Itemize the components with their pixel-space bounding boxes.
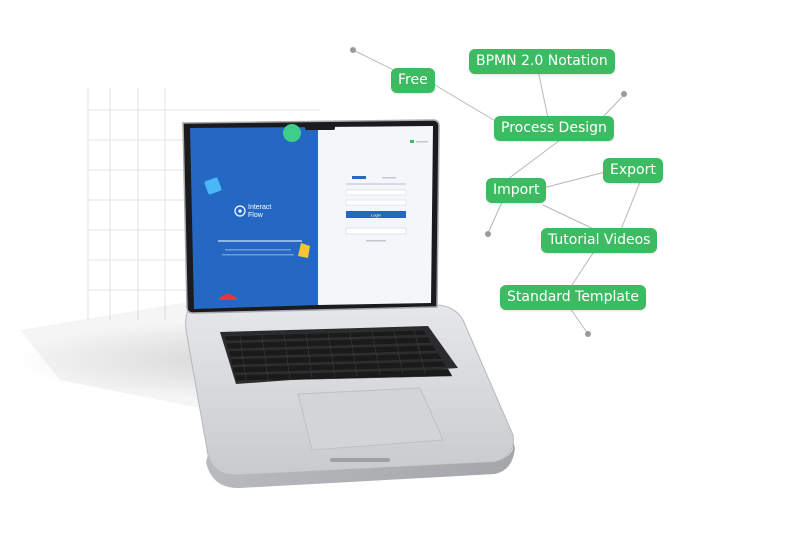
trackpad — [297, 387, 444, 451]
screen-login-button — [346, 211, 406, 218]
feature-tag-tutorial-videos: Tutorial Videos — [541, 228, 658, 253]
screen-logo-icon — [234, 205, 246, 217]
feature-tag-import: Import — [486, 178, 547, 203]
screen-brand-line2: Flow — [248, 212, 264, 219]
screen-brand-line1: Interact — [248, 204, 271, 211]
feature-tag-export: Export — [603, 158, 663, 183]
screen-left-panel — [190, 127, 318, 309]
svg-text:Login: Login — [371, 213, 381, 218]
laptop: Interact Flow Login — [182, 119, 515, 489]
screen-decor-yellow — [298, 243, 310, 258]
connector-dots — [350, 47, 627, 337]
screen-decor-square-blue — [204, 177, 222, 195]
connector-lines — [352, 49, 641, 335]
screen-decor-red — [218, 294, 238, 300]
feature-tag-free: Free — [391, 68, 435, 93]
feature-tag-bpmn: BPMN 2.0 Notation — [469, 49, 615, 74]
feature-tag-standard-template: Standard Template — [500, 285, 647, 310]
screen-decor-circle-green — [283, 124, 301, 142]
feature-tag-process-design: Process Design — [494, 116, 614, 141]
keyboard-keys — [223, 329, 453, 382]
